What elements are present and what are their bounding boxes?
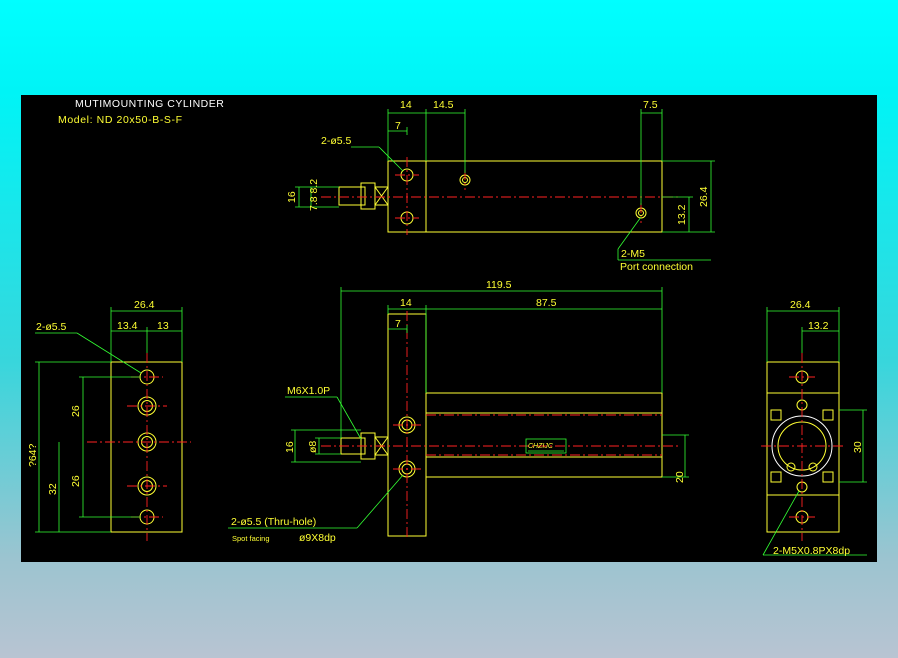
front-counterbore: ø9X8dp <box>299 532 336 544</box>
right-dim-26-4: 26.4 <box>790 299 811 311</box>
front-thread-label: M6X1.0P <box>287 385 330 397</box>
top-port-label: 2-M5 <box>621 248 645 260</box>
front-dim-7: 7 <box>395 318 401 330</box>
top-dim-14-5: 14.5 <box>433 99 454 111</box>
front-hole-label: 2-ø5.5 (Thru-hole) <box>231 516 316 528</box>
top-dim-14: 14 <box>400 99 412 111</box>
top-dim-7-8-8-2: 7.8 8.2 <box>308 179 320 211</box>
top-dim-7-5: 7.5 <box>643 99 658 111</box>
top-rod <box>338 186 366 206</box>
left-dim-64: ?64? <box>27 443 39 467</box>
front-view: CHZIJC 119.5 14 87.5 7 M6X1.0P 16 ø8 20 <box>228 279 689 544</box>
top-view: 14 14.5 7.5 7 2-ø5.5 16 7.8 8.2 26.4 13.… <box>286 99 715 273</box>
front-dim-phi8: ø8 <box>307 441 319 453</box>
top-barrel <box>425 160 663 233</box>
top-dim-7: 7 <box>395 120 401 132</box>
right-dim-13-2: 13.2 <box>808 320 829 332</box>
left-dim-26-4: 26.4 <box>134 299 155 311</box>
top-dim-16: 16 <box>286 191 298 203</box>
front-dim-20: 20 <box>674 471 686 483</box>
top-port-connection: Port connection <box>620 261 693 273</box>
left-view: 26.4 13.4 13 2-ø5.5 ?64? 26 26 32 <box>27 299 191 541</box>
model-number: Model: ND 20x50-B-S-F <box>58 114 183 126</box>
left-dim-32: 32 <box>47 483 59 495</box>
front-dim-16: 16 <box>284 441 296 453</box>
right-view: 26.4 13.2 30 2-M5X0.8PX8dp <box>761 299 867 557</box>
left-dim-26-a: 26 <box>70 405 82 417</box>
cad-drawing: MUTIMOUNTING CYLINDER Model: ND 20x50-B-… <box>27 98 867 557</box>
top-dim-26-4: 26.4 <box>698 186 710 207</box>
front-barrel <box>425 392 663 478</box>
left-plate <box>110 361 183 533</box>
right-plate <box>766 361 840 533</box>
right-thread-label: 2-M5X0.8PX8dp <box>773 545 850 557</box>
right-dim-30: 30 <box>852 441 864 453</box>
front-dim-119-5: 119.5 <box>486 279 512 291</box>
front-dim-87-5: 87.5 <box>536 297 557 309</box>
top-dim-13-2: 13.2 <box>676 204 688 225</box>
drawing-title: MUTIMOUNTING CYLINDER <box>75 98 224 110</box>
left-dim-26-b: 26 <box>70 475 82 487</box>
top-hole-label: 2-ø5.5 <box>321 135 352 147</box>
cad-drawing-panel: MUTIMOUNTING CYLINDER Model: ND 20x50-B-… <box>21 95 877 562</box>
front-spot-facing: Spot facing <box>232 534 270 543</box>
left-hole-label: 2-ø5.5 <box>36 321 67 333</box>
front-logo: CHZIJC <box>528 443 554 450</box>
left-dim-13: 13 <box>157 320 169 332</box>
front-dim-14: 14 <box>400 297 412 309</box>
left-dim-13-4: 13.4 <box>117 320 138 332</box>
